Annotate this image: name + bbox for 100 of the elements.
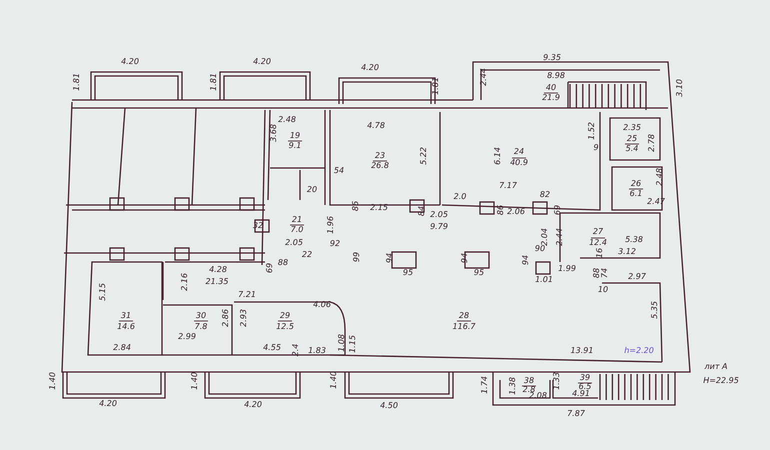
dimension-label: 9.35 — [543, 54, 561, 62]
dimension-label: 1.52 — [588, 122, 596, 140]
dimension-label: 19 — [290, 132, 300, 140]
dimension-label: 90 — [534, 245, 546, 253]
dimension-label: 4.20 — [253, 58, 271, 66]
dimension-label: 1.81 — [210, 73, 218, 91]
dimension-label: 5.4 — [626, 145, 638, 153]
dimension-label: 12.5 — [276, 323, 294, 331]
dimension-label: 2.0 — [454, 193, 466, 201]
dimension-label: 1.99 — [558, 265, 576, 273]
dimension-label: 2.15 — [370, 204, 388, 212]
dimension-label: 21.9 — [542, 94, 560, 102]
dimension-label: 2.99 — [178, 333, 196, 341]
dimension-label: 2.48 — [656, 168, 664, 186]
dimension-label: 116.7 — [452, 323, 476, 331]
dimension-label: 4.28 — [209, 266, 227, 274]
dimension-label: 2.04 — [541, 228, 549, 246]
dimension-label: 82 — [540, 191, 550, 199]
dimension-label: 2.86 — [222, 309, 230, 327]
dimension-label: 1.40 — [49, 372, 57, 390]
dimension-label: 86 — [497, 204, 505, 216]
dimension-label: 69 — [266, 262, 274, 274]
dimension-label: 2.84 — [113, 344, 131, 352]
dimension-label: 39 — [580, 374, 590, 382]
dimension-label: 5.15 — [99, 283, 107, 301]
dimension-label: 23 — [374, 152, 386, 160]
dimension-label: 1.96 — [327, 216, 335, 234]
dimension-label: 24 — [514, 148, 524, 156]
dimension-label: 4.06 — [313, 301, 331, 309]
dimension-label: 2.4 — [292, 344, 300, 356]
dimension-label: 2.44 — [480, 68, 488, 86]
dimension-label: 2.78 — [648, 134, 656, 152]
dimension-label: 1.38 — [509, 377, 517, 395]
dimension-label: 2.05 — [430, 211, 448, 219]
dimension-label: 1.33 — [553, 372, 561, 390]
dimension-label: 2.48 — [278, 116, 296, 124]
dimension-label: 88 — [593, 268, 601, 278]
dimension-label: 4.20 — [99, 400, 117, 408]
dimension-label: 6.5 — [578, 383, 592, 391]
dimension-label: 3.68 — [270, 124, 278, 142]
dimension-label: 27 — [592, 228, 604, 236]
dimension-label: 1.83 — [308, 347, 326, 355]
dimension-label: 1.81 — [432, 77, 440, 95]
dimension-label: 2.05 — [285, 239, 303, 247]
dimension-label: 2.16 — [181, 273, 189, 291]
dimension-label: 31 — [120, 312, 132, 320]
dimension-label: 9.79 — [430, 223, 448, 231]
dimension-label: 38 — [524, 377, 534, 385]
dimension-label: 2.93 — [240, 309, 248, 327]
dimension-label: 9.1 — [288, 142, 302, 150]
dimension-label: 94 — [461, 252, 469, 264]
dimension-label: 21 — [292, 216, 302, 224]
dimension-label: 2.97 — [628, 273, 646, 281]
dimension-label: 14.6 — [117, 323, 135, 331]
dimension-label: 2.06 — [507, 208, 525, 216]
dimension-label: лит А — [704, 363, 728, 371]
dimension-label: 4.50 — [380, 402, 398, 410]
dimension-label: 2.8 — [522, 386, 536, 394]
dimension-label: 4.91 — [572, 390, 590, 398]
dimension-label: 29 — [280, 312, 290, 320]
dimension-label: 94 — [522, 254, 530, 266]
dimension-label: 30 — [196, 312, 206, 320]
dimension-label: 22 — [302, 251, 312, 259]
dimension-label: 1.15 — [349, 335, 357, 353]
dimension-label: 92 — [330, 240, 340, 248]
dimension-label: 95 — [402, 269, 414, 277]
dimension-label: 3.10 — [676, 79, 684, 97]
dimension-label: H=22.95 — [703, 377, 739, 385]
dimension-label: 26 — [630, 180, 642, 188]
dimension-label: 4.78 — [367, 122, 385, 130]
dimension-label: 94 — [386, 252, 394, 264]
dimension-label: 74 — [601, 268, 609, 278]
dimension-label: 1.81 — [73, 73, 81, 91]
dimension-label: 10 — [598, 286, 608, 294]
dimension-label: 6.1 — [630, 190, 642, 198]
dimension-label: 5.38 — [625, 236, 643, 244]
dimension-label: 20 — [306, 186, 318, 194]
dimension-label: 69 — [554, 204, 562, 216]
dimension-label: 5.22 — [420, 147, 428, 165]
dimension-label: 7.87 — [567, 410, 585, 418]
dimension-label: 4.20 — [244, 401, 262, 409]
dimension-label: 28 — [458, 312, 470, 320]
dimension-label: 4.20 — [361, 64, 379, 72]
dimension-label: 84 — [418, 206, 426, 216]
dimension-label: 88 — [278, 259, 288, 267]
dimension-label: 2.35 — [623, 124, 641, 132]
dimension-label: 16 — [596, 248, 604, 258]
dimension-label: 1.08 — [338, 334, 346, 352]
dimension-label: 13.91 — [570, 347, 594, 355]
dimension-label: 26.8 — [371, 162, 389, 170]
dimension-label: 54 — [334, 167, 344, 175]
dimension-label: 3.12 — [618, 248, 636, 256]
dimension-label: 12.4 — [589, 239, 607, 247]
dimension-label: h=2.20 — [624, 347, 654, 355]
dimension-label: 40 — [546, 84, 556, 92]
dimension-label: 1.40 — [330, 371, 338, 389]
dimension-label: 86 — [352, 200, 360, 212]
dimension-label: 2.44 — [556, 228, 564, 246]
dimension-label: 7.8 — [194, 323, 208, 331]
dimension-label: 9 — [593, 144, 599, 152]
